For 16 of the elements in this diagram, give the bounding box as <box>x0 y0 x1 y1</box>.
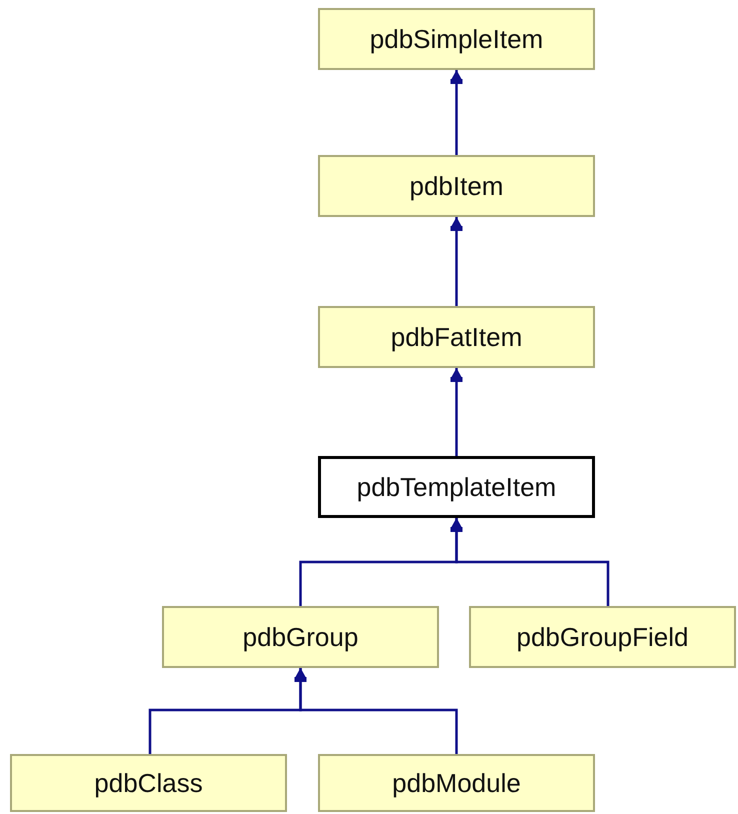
class-name: pdbFatItem <box>390 320 522 354</box>
class-name: pdbModule <box>392 766 521 800</box>
class-name: pdbGroup <box>242 620 358 654</box>
class-box <box>318 8 595 70</box>
class-box <box>318 155 595 217</box>
class-box <box>318 754 595 812</box>
class-name: pdbTemplateItem <box>356 470 556 504</box>
class-box <box>318 456 595 518</box>
class-name: pdbSimpleItem <box>370 22 544 56</box>
class-name: pdbClass <box>94 766 203 800</box>
class-name: pdbGroupField <box>516 620 688 654</box>
class-name: pdbItem <box>410 170 504 202</box>
class-box <box>10 754 287 812</box>
class-box <box>469 606 736 668</box>
class-box <box>162 606 439 668</box>
class-box <box>318 306 595 368</box>
